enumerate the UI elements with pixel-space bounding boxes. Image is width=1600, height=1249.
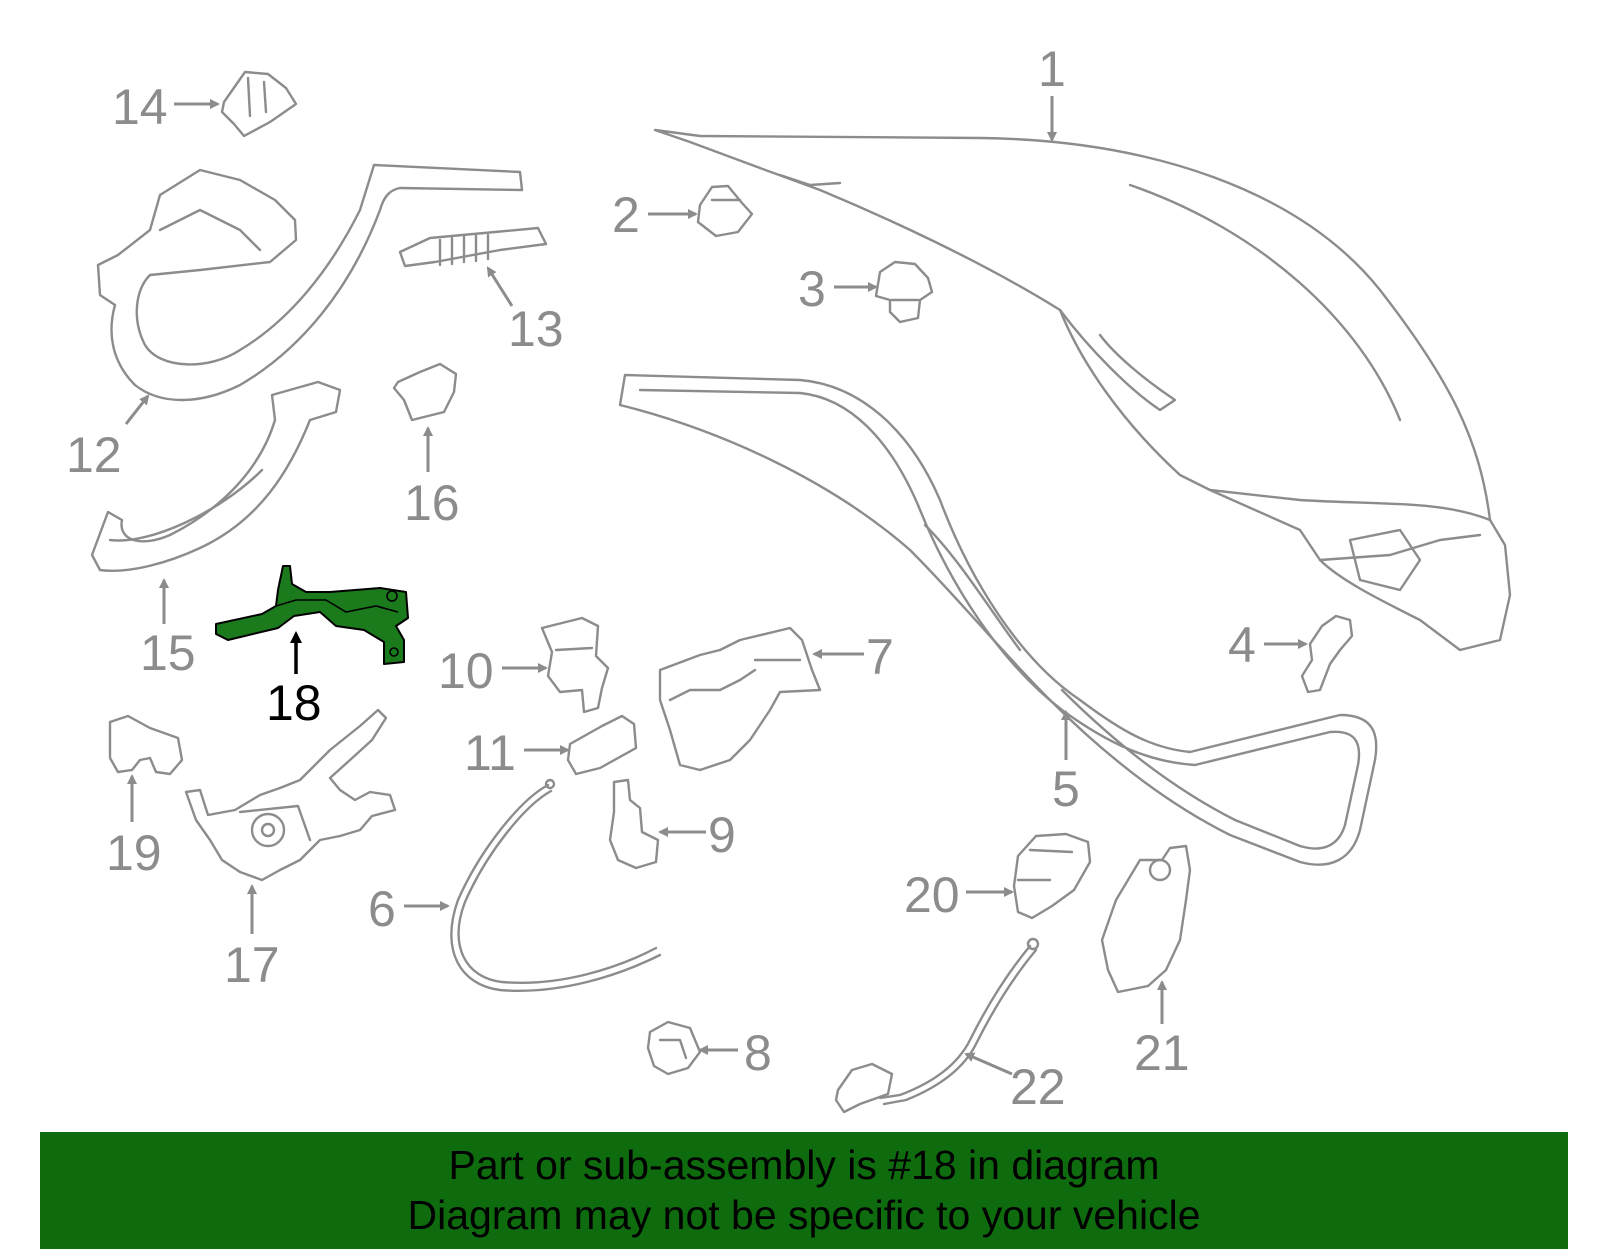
callout-15: 15 (140, 625, 196, 681)
part-9-bolt (608, 778, 660, 870)
part-21-motor (1100, 844, 1192, 994)
callout-21: 21 (1134, 1025, 1190, 1081)
part-8-clip (646, 1020, 702, 1076)
part-6-cable (450, 778, 662, 992)
callout-14: 14 (112, 79, 168, 135)
part-4-bumper (1300, 614, 1354, 694)
part-2-clip (696, 184, 754, 238)
callout-9: 9 (708, 807, 736, 863)
callout-10: 10 (438, 643, 494, 699)
callout-20: 20 (904, 867, 960, 923)
part-5-weatherstrip (618, 373, 1378, 866)
part-17-latch (184, 708, 397, 882)
part-19-bracket (108, 714, 184, 776)
callout-5: 5 (1052, 761, 1080, 817)
callout-2: 2 (612, 187, 640, 243)
part-12-hinge (96, 163, 524, 402)
banner-line-disclaimer: Diagram may not be specific to your vehi… (407, 1192, 1201, 1238)
callout-19: 19 (106, 825, 162, 881)
callout-labels: 1 2 3 4 5 6 7 8 9 10 11 12 13 14 15 16 1… (66, 41, 1256, 1115)
part-16-pad (392, 362, 458, 422)
part-14-bumper (220, 70, 298, 138)
part-7-cover (658, 626, 822, 772)
part-22-cable (834, 937, 1040, 1114)
callout-13: 13 (508, 301, 564, 357)
info-banner: Part or sub-assembly is #18 in diagram D… (40, 1132, 1568, 1249)
part-3-bumper (874, 260, 934, 324)
leader-lines (124, 96, 1308, 1076)
callout-11: 11 (464, 725, 516, 781)
callout-18: 18 (266, 675, 322, 731)
banner-line-part-number: Part or sub-assembly is #18 in diagram (448, 1142, 1160, 1188)
callout-8: 8 (744, 1025, 772, 1081)
part-1-trunk-lid (653, 128, 1512, 652)
callout-12: 12 (66, 427, 122, 483)
part-13-spring (398, 226, 548, 268)
callout-7: 7 (866, 629, 894, 685)
part-10-switch (540, 616, 610, 714)
part-20-actuator (1012, 832, 1092, 920)
callout-6: 6 (368, 881, 396, 937)
callout-17: 17 (224, 937, 280, 993)
callout-4: 4 (1228, 617, 1256, 673)
callout-22: 22 (1010, 1059, 1066, 1115)
part-15-rail (90, 380, 342, 572)
callout-3: 3 (798, 261, 826, 317)
part-18-highlighted-bracket[interactable] (215, 565, 409, 665)
callout-1: 1 (1038, 41, 1066, 97)
part-11-bracket (566, 714, 638, 776)
callout-16: 16 (404, 475, 460, 531)
